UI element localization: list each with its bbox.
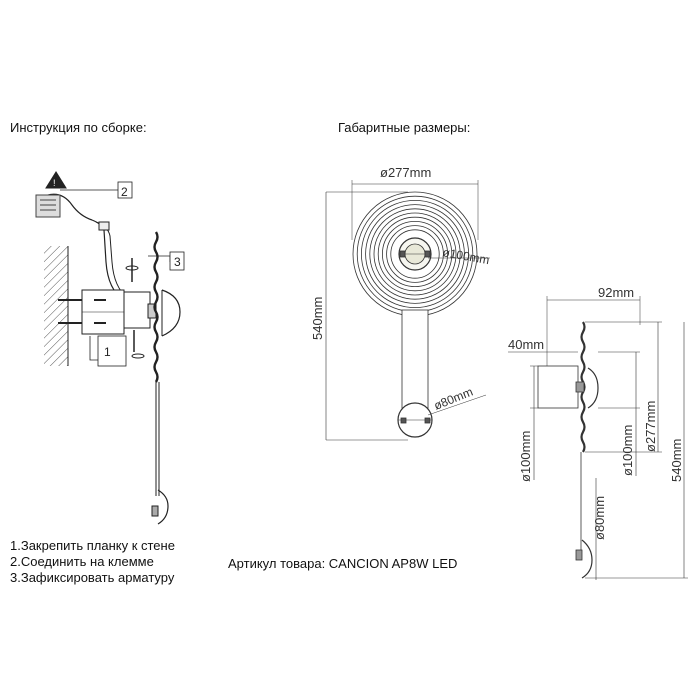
warning-icon: ! (45, 171, 67, 189)
assembly-steps: 1.Закрепить планку к стене 2.Соединить н… (10, 538, 175, 586)
assembly-diagram: ! (35, 171, 185, 525)
callout-box-2 (117, 181, 133, 199)
side-bottom-label: ø80mm (592, 496, 607, 540)
side-center-left-label: ø100mm (518, 431, 533, 482)
side-diameter-label: ø277mm (643, 401, 658, 452)
ring (365, 204, 465, 304)
assembly-heading: Инструкция по сборке: (10, 120, 147, 135)
side-height-label: 540mm (669, 439, 684, 482)
wall-screws (58, 299, 106, 324)
dimensions-heading: Габаритные размеры: (338, 120, 471, 135)
side-depth-label: 92mm (598, 285, 634, 300)
side-center-right-label: ø100mm (620, 425, 635, 476)
front-height-label: 540mm (310, 297, 325, 340)
ring (369, 208, 461, 300)
side-bottom-disc (581, 539, 593, 579)
ring (373, 212, 457, 296)
front-bottom-label: ø80mm (432, 385, 475, 413)
ring (386, 225, 444, 283)
step-3: 3.Зафиксировать арматуру (10, 570, 175, 585)
ring (381, 220, 448, 287)
wall (44, 246, 68, 366)
side-view (508, 296, 688, 580)
callout-2-label: 2 (121, 185, 128, 199)
step-2: 2.Соединить на клемме (10, 554, 154, 569)
callout-1-label: 1 (104, 345, 111, 359)
step-1: 1.Закрепить планку к стене (10, 538, 175, 553)
ring (377, 216, 453, 292)
bottom-disc (157, 489, 169, 525)
front-diameter-label: ø277mm (380, 165, 431, 180)
svg-text:!: ! (53, 178, 56, 188)
callout-3-label: 3 (174, 255, 181, 269)
front-rod (401, 309, 429, 411)
ring (360, 199, 469, 308)
side-offset-label: 40mm (508, 337, 544, 352)
ring (390, 229, 440, 279)
callout-box-3 (169, 251, 185, 271)
front-view (325, 180, 490, 441)
callout-box-1 (97, 335, 127, 367)
wavy-disc (153, 231, 159, 383)
article-label: Артикул товара: CANCION AP8W LED (228, 556, 458, 571)
side-body (537, 365, 579, 409)
front-center-label: ø100mm (441, 245, 490, 267)
side-wavy-disc (580, 321, 586, 453)
